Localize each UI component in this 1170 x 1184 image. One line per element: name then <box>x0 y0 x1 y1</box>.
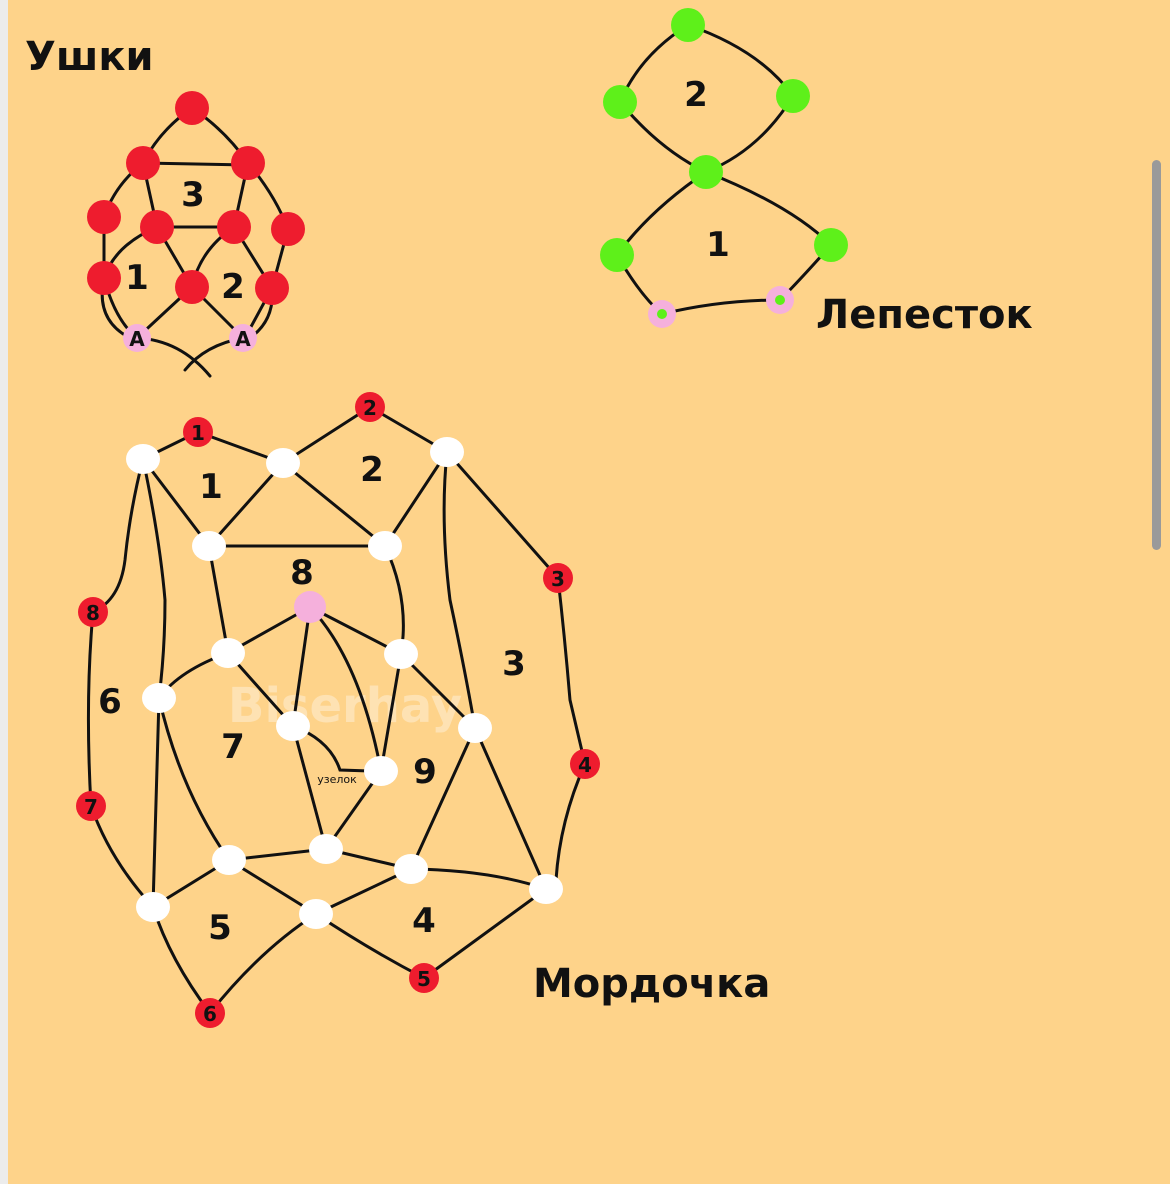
svg-text:1: 1 <box>191 421 205 445</box>
muzzle-red-bead-2: 2 <box>355 392 385 422</box>
svg-text:A: A <box>129 327 145 351</box>
muzzle-pink-bead <box>294 591 326 623</box>
petal-threads <box>615 23 833 316</box>
petal-title: Лепесток <box>816 292 1033 338</box>
muzzle-cell-1: 1 <box>199 467 223 507</box>
muzzle-red-bead-5: 5 <box>409 963 439 993</box>
svg-text:6: 6 <box>203 1002 217 1026</box>
muzzle-cell-2: 2 <box>360 450 384 490</box>
ears-cell-3: 3 <box>181 175 205 215</box>
svg-text:4: 4 <box>578 753 592 777</box>
svg-text:5: 5 <box>417 967 431 991</box>
petal-cell-2: 2 <box>684 75 708 115</box>
scrollbar-thumb[interactable] <box>1152 160 1161 550</box>
svg-text:3: 3 <box>551 567 565 591</box>
muzzle-red-bead-7: 7 <box>76 791 106 821</box>
muzzle-red-bead-1: 1 <box>183 417 213 447</box>
muzzle-red-bead-6: 6 <box>195 998 225 1028</box>
muzzle-cell-5: 5 <box>208 908 232 948</box>
muzzle-cell-3: 3 <box>502 644 526 684</box>
ears-bead-a-right: A <box>229 324 257 352</box>
muzzle-red-bead-3: 3 <box>543 563 573 593</box>
ears-title: Ушки <box>25 34 154 80</box>
muzzle-cell-4: 4 <box>412 901 436 941</box>
svg-text:2: 2 <box>363 396 377 420</box>
ears-bead-a-left: A <box>123 324 151 352</box>
ears-cell-1: 1 <box>125 258 149 298</box>
svg-text:8: 8 <box>86 601 100 625</box>
muzzle-title: Мордочка <box>533 961 770 1007</box>
watermark: Biserhay <box>228 678 462 734</box>
muzzle-diagram: Biserhay <box>76 392 770 1028</box>
petal-cell-1: 1 <box>706 225 730 265</box>
ears-red-beads <box>87 91 305 305</box>
left-border <box>0 0 8 1184</box>
muzzle-cell-8: 8 <box>290 553 314 593</box>
muzzle-cell-6: 6 <box>98 682 122 722</box>
muzzle-cell-9: 9 <box>413 752 437 792</box>
petal-ring-beads <box>648 286 794 328</box>
muzzle-red-bead-8: 8 <box>78 597 108 627</box>
petal-green-beads <box>600 8 848 272</box>
muzzle-cell-7: 7 <box>221 727 245 767</box>
svg-text:A: A <box>235 327 251 351</box>
muzzle-white-beads <box>126 437 563 929</box>
petal-diagram: 1 2 Лепесток <box>600 8 1033 338</box>
ears-cell-2: 2 <box>221 267 245 307</box>
ears-diagram: Ушки <box>25 34 305 378</box>
svg-text:7: 7 <box>84 795 98 819</box>
knot-label: узелок <box>317 773 357 786</box>
muzzle-red-bead-4: 4 <box>570 749 600 779</box>
